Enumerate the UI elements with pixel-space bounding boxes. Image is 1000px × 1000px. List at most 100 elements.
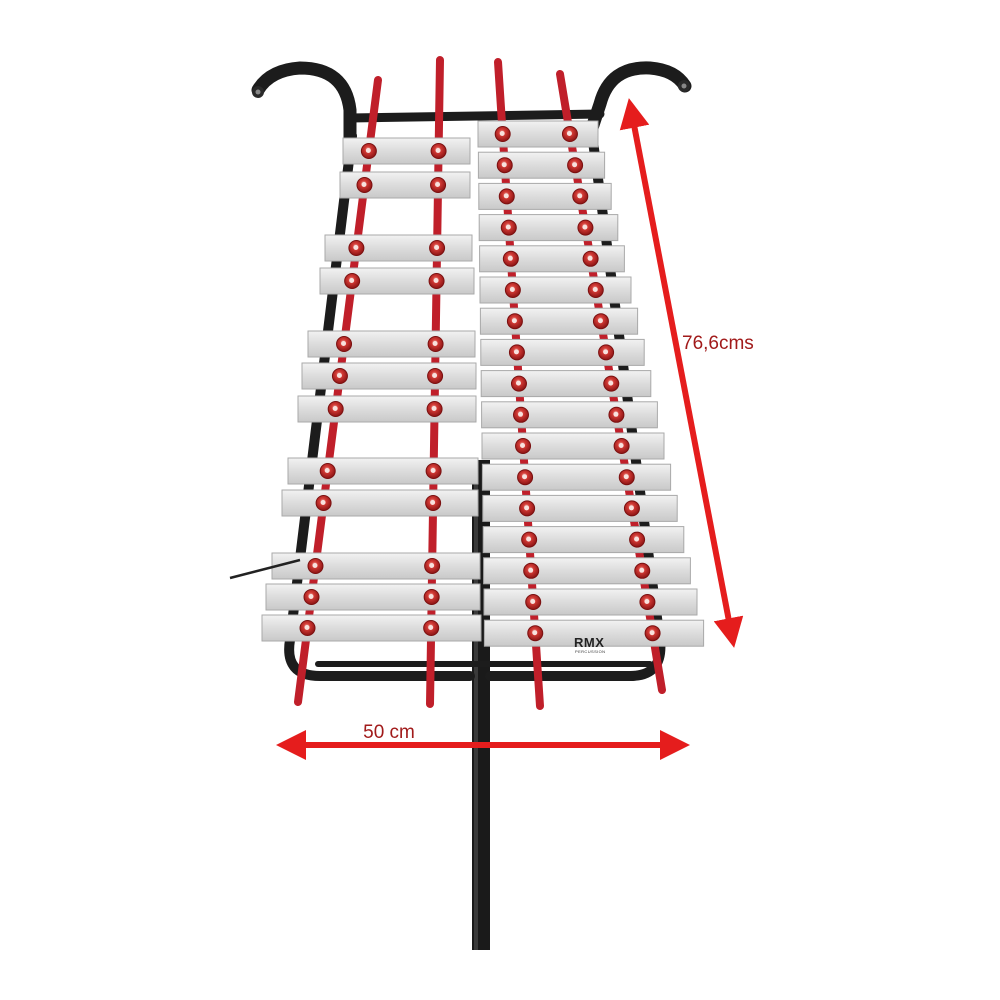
height-dimension: 76,6cms — [619, 98, 754, 648]
grommet-right-2-b — [567, 157, 584, 174]
grommet-right-14-b — [629, 531, 646, 548]
grommet-right-10-a — [513, 406, 530, 423]
handle-end-screw-right — [678, 80, 690, 92]
grommet-right-12-b — [618, 469, 635, 486]
grommet-right-8-a — [508, 344, 525, 361]
grommet-right-14-a — [521, 531, 538, 548]
grommet-right-6-a — [504, 282, 521, 298]
bar-left-9 — [281, 489, 479, 517]
grommet-left-8-a — [319, 463, 336, 479]
grommet-right-17-a — [527, 625, 544, 642]
grommet-left-1-a — [360, 143, 377, 159]
bar-group-left — [261, 137, 482, 642]
svg-text:RMX: RMX — [574, 635, 604, 650]
bar-right-15 — [483, 557, 691, 585]
grommet-right-10-b — [608, 406, 625, 423]
grommet-right-16-b — [639, 594, 656, 610]
grommet-right-7-b — [592, 313, 609, 330]
grommet-left-12-b — [423, 620, 440, 636]
bar-left-2 — [339, 171, 471, 199]
grommet-right-17-b — [644, 625, 661, 642]
grommet-left-2-b — [430, 177, 447, 193]
grommet-right-9-b — [603, 375, 620, 392]
brand-logo: RMX PERCUSSION — [574, 635, 605, 654]
grommet-left-9-a — [315, 495, 332, 511]
grommet-left-3-a — [348, 240, 365, 256]
grommet-left-11-b — [423, 589, 440, 605]
grommet-left-12-a — [299, 620, 316, 636]
grommet-right-13-b — [623, 500, 640, 517]
bar-left-7 — [297, 395, 477, 423]
bar-left-8 — [287, 457, 479, 485]
bar-left-11 — [265, 583, 481, 611]
grommet-right-16-a — [525, 594, 542, 610]
bar-right-1 — [477, 120, 599, 148]
bar-left-5 — [307, 330, 476, 358]
bar-right-14 — [482, 526, 685, 554]
grommet-right-7-a — [506, 313, 523, 330]
bar-right-9 — [480, 370, 652, 398]
bar-left-4 — [319, 267, 475, 295]
grommet-right-1-b — [561, 126, 578, 142]
bar-left-6 — [301, 362, 477, 390]
bar-right-6 — [479, 276, 632, 304]
bar-right-3 — [478, 182, 612, 210]
width-label: 50 cm — [363, 722, 415, 743]
grommet-left-5-a — [336, 336, 353, 352]
bar-right-11 — [481, 432, 665, 460]
grommet-left-2-a — [356, 177, 373, 193]
grommet-right-5-b — [582, 250, 599, 267]
bar-right-10 — [481, 401, 658, 429]
grommet-left-9-b — [425, 495, 442, 511]
grommet-right-6-b — [587, 282, 604, 298]
grommet-left-10-b — [424, 558, 441, 574]
grommet-left-3-b — [429, 240, 446, 256]
grommet-left-6-b — [427, 368, 444, 384]
grommet-right-9-a — [510, 375, 527, 392]
grommet-left-4-a — [344, 273, 361, 289]
grommet-right-5-a — [502, 250, 519, 267]
bar-right-4 — [478, 214, 619, 242]
bar-right-5 — [479, 245, 625, 273]
grommet-left-8-b — [425, 463, 442, 479]
bar-left-12 — [261, 614, 482, 642]
mallet-stick — [229, 558, 301, 580]
bar-right-16 — [483, 588, 698, 616]
grommet-left-11-a — [303, 589, 320, 605]
width-dimension: 50 cm — [276, 722, 690, 760]
grommet-left-10-a — [307, 558, 324, 574]
bar-right-7 — [479, 307, 639, 335]
height-label: 76,6cms — [682, 333, 754, 354]
grommet-right-3-b — [572, 188, 589, 205]
grommet-left-5-b — [427, 336, 444, 352]
bar-left-3 — [324, 234, 473, 262]
grommet-left-1-b — [430, 143, 447, 159]
grommet-right-8-b — [598, 344, 615, 361]
bar-right-2 — [477, 151, 606, 179]
grommet-right-12-a — [517, 469, 534, 486]
grommet-right-2-a — [496, 157, 513, 174]
bar-right-13 — [482, 494, 678, 522]
grommet-left-7-a — [327, 401, 344, 417]
grommet-right-11-b — [613, 438, 630, 454]
height-arrow — [619, 98, 744, 648]
grommet-right-15-a — [523, 562, 540, 579]
grommet-right-15-b — [634, 562, 651, 579]
grommet-right-13-a — [519, 500, 536, 517]
bar-left-10 — [271, 552, 481, 580]
bar-group-right — [477, 120, 705, 647]
grommet-right-1-a — [494, 126, 511, 142]
grommet-left-4-b — [428, 273, 445, 289]
grommet-right-4-b — [577, 219, 594, 236]
grommet-right-11-a — [515, 438, 532, 454]
grommet-left-7-b — [426, 401, 443, 417]
grommet-right-4-a — [500, 219, 517, 236]
bar-right-12 — [481, 463, 672, 491]
bar-left-1 — [342, 137, 471, 165]
grommet-right-3-a — [498, 188, 515, 205]
bar-right-8 — [480, 338, 645, 366]
grommet-left-6-a — [331, 368, 348, 384]
handle-end-screw-left — [252, 86, 264, 98]
svg-text:PERCUSSION: PERCUSSION — [575, 649, 605, 654]
